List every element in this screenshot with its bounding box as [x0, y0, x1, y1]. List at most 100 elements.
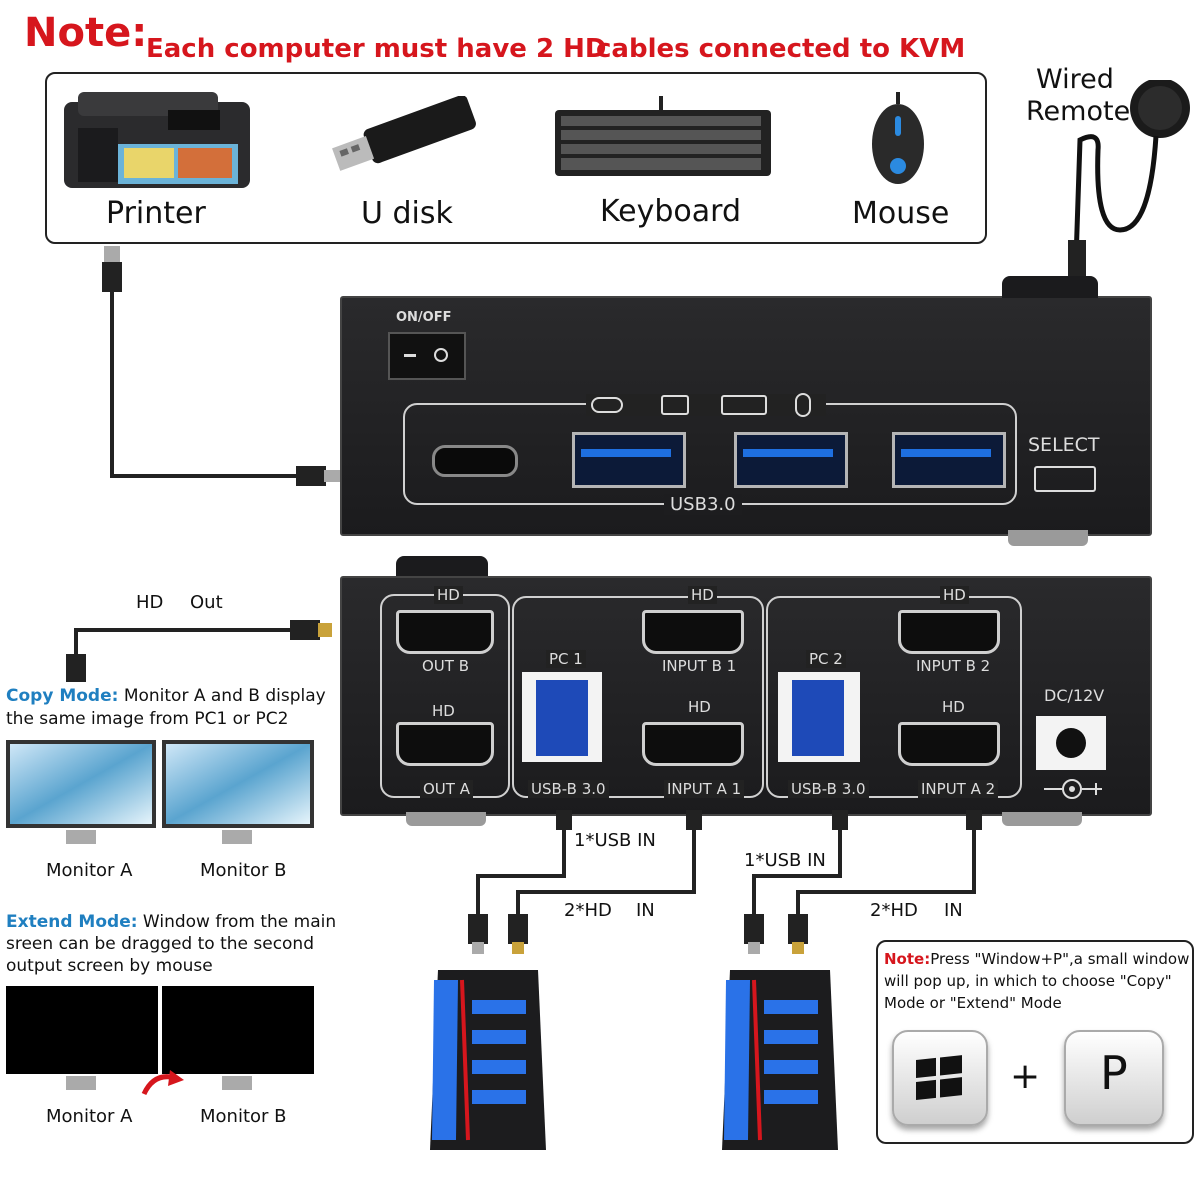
back-foot-right [1002, 812, 1082, 826]
pc2-label: PC 2 [806, 650, 846, 668]
wired-remote-label-line-2: Remote [1026, 96, 1131, 127]
out-a-label: OUT A [420, 780, 473, 798]
input-b2-hdmi-port[interactable] [898, 610, 1000, 654]
pc2-usb-b-label: USB-B 3.0 [788, 780, 869, 798]
key-plus: + [1010, 1056, 1041, 1097]
out-b-hd-label: HD [434, 586, 463, 604]
wired-remote-icon [1068, 80, 1190, 280]
input-b2-label: INPUT B 2 [916, 657, 991, 675]
copy-mode-text-1: Monitor A and B display [118, 686, 326, 706]
u-disk-icon [332, 96, 476, 171]
usb-a-port-1[interactable] [572, 432, 686, 488]
usb-c-port[interactable] [432, 445, 518, 477]
extend-monitor-b-label: Monitor B [200, 1106, 287, 1127]
p-key: P [1064, 1030, 1164, 1126]
usb-a-port-3-tongue [901, 449, 991, 457]
usb-a-port-2[interactable] [734, 432, 848, 488]
pc2-hd-in-label-a: 2*HD [870, 900, 918, 921]
bottom-note-text-2: will pop up, in which to choose "Copy" [884, 972, 1172, 990]
keyboard-icon [555, 96, 771, 176]
input-a1-hd-label: HD [688, 698, 711, 716]
bottom-note-label: Note: [884, 950, 931, 968]
bottom-note-text-3: Mode or "Extend" Mode [884, 994, 1062, 1012]
dc-polarity-icon [1044, 779, 1102, 799]
printer-icon [64, 92, 250, 188]
remote-port-knob [1002, 276, 1098, 298]
out-a-hdmi-port[interactable] [396, 722, 494, 766]
peripherals-box [45, 72, 987, 244]
pc2-usb-b-port[interactable] [778, 672, 860, 762]
copy-mode-monitors [6, 740, 314, 844]
back-foot-left [406, 812, 486, 826]
select-label: SELECT [1028, 434, 1100, 456]
dc-power-jack-hole [1056, 728, 1086, 758]
usb-a-port-1-tongue [581, 449, 671, 457]
top-note-label: Note: [24, 10, 148, 56]
bottom-note-box [876, 940, 1194, 1144]
hd-out-label-out: Out [190, 592, 223, 613]
dc-label: DC/12V [1044, 686, 1105, 705]
copy-mode-line-1: Copy Mode: Monitor A and B display [6, 686, 326, 706]
copy-monitor-a-label: Monitor A [46, 860, 133, 881]
extend-mode-line-1: Extend Mode: Window from the main [6, 912, 336, 932]
usb-a-port-2-tongue [743, 449, 833, 457]
select-button[interactable] [1034, 466, 1096, 492]
peripheral-label-keyboard: Keyboard [600, 194, 742, 229]
input-b1-hdmi-port[interactable] [642, 610, 744, 654]
port-icon-row [591, 393, 811, 417]
extend-mode-line-2: sreen can be dragged to the second [6, 934, 315, 954]
pc2-group-frame [766, 596, 1022, 798]
power-switch-off-mark [434, 348, 448, 362]
out-a-hd-label: HD [432, 702, 455, 720]
windows-key [892, 1030, 988, 1126]
pc1-hd-in-label-b: IN [636, 900, 655, 921]
input-a2-label: INPUT A 2 [918, 780, 999, 798]
pc1-group-frame [512, 596, 764, 798]
power-label: ON/OFF [396, 310, 452, 325]
power-switch[interactable] [388, 332, 466, 380]
pc2-hd-in-label-b: IN [944, 900, 963, 921]
input-b1-hd-label: HD [688, 586, 717, 604]
extend-mode-monitors [6, 986, 314, 1096]
usb-a-port-3[interactable] [892, 432, 1006, 488]
pc1-usb-b-label: USB-B 3.0 [528, 780, 609, 798]
out-b-hdmi-port[interactable] [396, 610, 494, 654]
dc-power-jack[interactable] [1036, 716, 1106, 770]
power-switch-on-mark [404, 354, 416, 357]
windows-logo-icon [916, 1055, 962, 1100]
hd-out-label-hd: HD [136, 592, 164, 613]
pc1-usb-in-label: 1*USB IN [574, 830, 656, 851]
usb-cable-peripheral [102, 246, 340, 486]
front-foot [1008, 530, 1088, 546]
input-a2-hd-label: HD [942, 698, 965, 716]
top-note-text-1: Each computer must have 2 HD [146, 34, 607, 64]
wired-remote-label-line-1: Wired [1036, 64, 1114, 95]
copy-mode-label: Copy Mode: [6, 686, 119, 706]
pc2-usb-in-label: 1*USB IN [744, 850, 826, 871]
back-knob [396, 556, 488, 578]
peripheral-label-mouse: Mouse [852, 196, 950, 231]
extend-mode-text-1: Window from the main [137, 912, 337, 932]
mouse-icon [872, 92, 924, 184]
pc1-hd-in-label-a: 2*HD [564, 900, 612, 921]
hd-out-cable [66, 620, 332, 682]
extend-mode-line-3: output screen by mouse [6, 956, 213, 976]
p-key-label: P [1100, 1046, 1128, 1100]
copy-mode-line-2: the same image from PC1 or PC2 [6, 709, 289, 729]
pc2-usb-b-insert [792, 680, 844, 756]
usb3-label: USB3.0 [664, 494, 742, 515]
input-a2-hdmi-port[interactable] [898, 722, 1000, 766]
input-a1-label: INPUT A 1 [664, 780, 745, 798]
pc2-tower-icon [722, 970, 838, 1150]
pc-cables [468, 810, 982, 954]
wired-remote-label: Wired [1036, 64, 1114, 96]
bottom-note-line-1: Note:Press "Window+P",a small window [884, 950, 1189, 968]
pc1-label: PC 1 [546, 650, 586, 668]
copy-monitor-b-label: Monitor B [200, 860, 287, 881]
pc1-tower-icon [430, 970, 546, 1150]
peripheral-label-u-disk: U disk [361, 196, 453, 231]
input-b2-hd-label: HD [940, 586, 969, 604]
input-a1-hdmi-port[interactable] [642, 722, 744, 766]
peripheral-label-printer: Printer [106, 196, 206, 231]
pc1-usb-b-port[interactable] [522, 672, 602, 762]
